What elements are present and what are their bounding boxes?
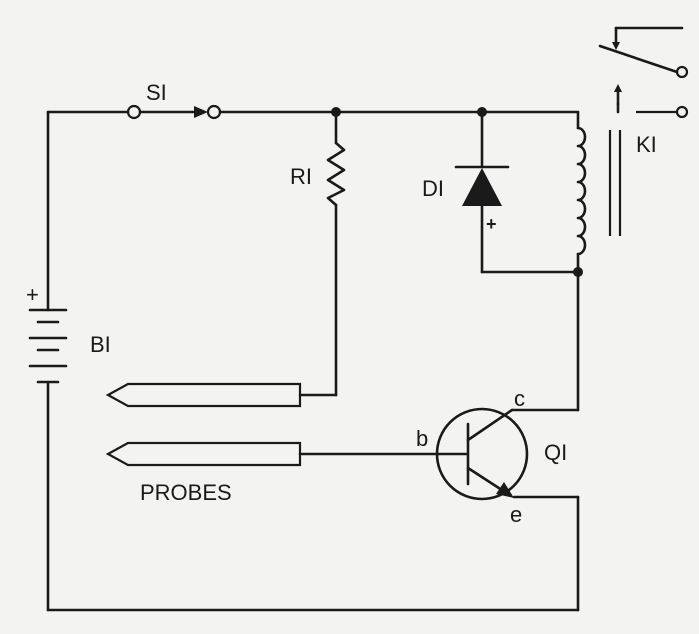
battery-b1 <box>28 308 68 384</box>
relay-label: KI <box>636 132 657 157</box>
base-label: b <box>416 426 428 451</box>
collector-label: c <box>514 386 525 411</box>
bottom-return-wire <box>46 495 580 612</box>
transistor-label: QI <box>544 440 567 465</box>
emitter-label: e <box>510 502 522 527</box>
diode-d1 <box>454 107 580 274</box>
battery-label: BI <box>90 332 111 357</box>
switch-s1 <box>126 104 222 120</box>
battery-plus-sign: + <box>26 282 39 307</box>
diode-plus-sign: + <box>486 214 497 234</box>
relay-core <box>608 130 622 236</box>
probes-label: PROBES <box>140 480 232 505</box>
transistor-q1 <box>435 407 529 501</box>
probe-bottom <box>105 441 440 467</box>
resistor-r1 <box>298 107 346 397</box>
resistor-label: RI <box>290 164 312 189</box>
switch-label: SI <box>146 80 167 105</box>
relay-coil-k1 <box>510 110 587 412</box>
relay-contacts <box>598 26 689 119</box>
probe-top <box>105 382 302 408</box>
diode-label: DI <box>422 176 444 201</box>
